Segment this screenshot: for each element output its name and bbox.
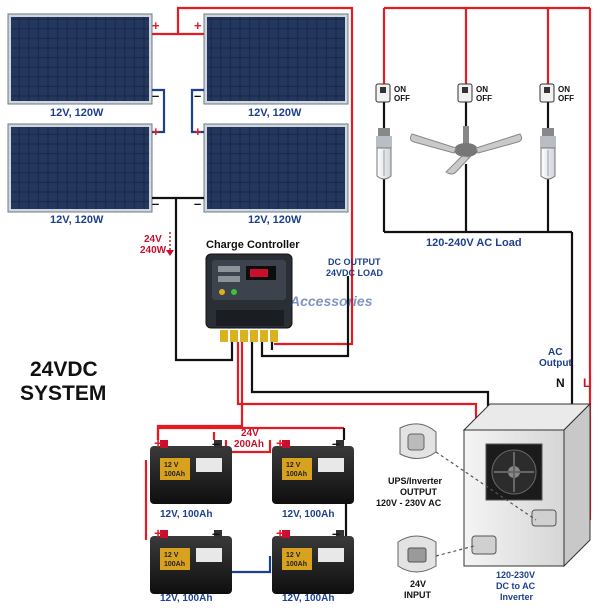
svg-text:+: + (276, 525, 284, 541)
array-output-power: 240W (140, 245, 167, 256)
svg-text:+: + (152, 124, 160, 139)
panel-label: 12V, 120W (50, 107, 104, 119)
svg-text:+: + (194, 124, 202, 139)
svg-text:–: – (332, 435, 340, 451)
solar-panel (7, 123, 153, 213)
switch-on-label: ON (476, 85, 488, 94)
panel-wiring (152, 6, 354, 362)
battery-face-capacity: 100Ah (286, 561, 308, 568)
battery-label: 12V, 100Ah (282, 593, 335, 604)
inverter-output-label: UPS/Inverter (388, 476, 443, 486)
array-output-arrow (166, 232, 174, 256)
battery (272, 440, 354, 504)
svg-text:+: + (194, 18, 202, 33)
inverter-caption-2: DC to AC (496, 581, 536, 591)
dc-output-load-label: 24VDC LOAD (326, 268, 384, 278)
wall-switch (539, 83, 555, 103)
switch-off-label: OFF (558, 94, 574, 103)
dc-input-icon (397, 535, 475, 573)
ac-output-label-2: Output (539, 358, 572, 369)
switch-off-label: OFF (394, 94, 410, 103)
svg-text:–: – (194, 88, 201, 103)
svg-text:+: + (154, 435, 162, 451)
live-label: L (583, 376, 591, 390)
neutral-label: N (556, 376, 565, 390)
battery-bank-voltage: 24V (241, 428, 259, 439)
battery-terminal-markers: + – + – + – + – (154, 435, 340, 541)
svg-text:–: – (332, 525, 340, 541)
cfl-bulb-icon (540, 128, 556, 180)
svg-text:–: – (194, 196, 201, 211)
dc-output-label: DC OUTPUT (328, 257, 381, 267)
panel-label: 12V, 120W (248, 214, 302, 226)
battery-label: 12V, 100Ah (160, 509, 213, 520)
svg-text:–: – (212, 435, 220, 451)
wall-switch (375, 83, 391, 103)
system-title-line2: SYSTEM (20, 382, 107, 405)
ac-output-label: AC (548, 347, 563, 358)
charge-controller (205, 253, 293, 329)
solar-panel (7, 13, 153, 105)
watermark: Accessories (290, 293, 373, 309)
inverter-input-voltage: 24V (410, 579, 427, 589)
inverter-input-label: INPUT (404, 590, 431, 600)
battery-face-capacity: 100Ah (286, 471, 308, 478)
battery-face-voltage: 12 V (164, 552, 179, 559)
switch-off-label: OFF (476, 94, 492, 103)
panel-label: 12V, 120W (50, 214, 104, 226)
switch-on-label: ON (558, 85, 570, 94)
battery-label: 12V, 100Ah (160, 593, 213, 604)
battery (150, 530, 232, 594)
battery-face-voltage: 12 V (286, 552, 301, 559)
charge-controller-title: Charge Controller (206, 239, 300, 251)
wall-switch (457, 83, 473, 103)
array-output-voltage: 24V (144, 234, 162, 245)
inverter-output-label-2: OUTPUT (400, 487, 437, 497)
solar-panel (203, 123, 349, 213)
svg-text:+: + (152, 18, 160, 33)
battery-label: 12V, 100Ah (282, 509, 335, 520)
ac-load-label: 120-240V AC Load (426, 237, 522, 249)
battery-face-capacity: 100Ah (164, 471, 186, 478)
battery-bank-capacity: 200Ah (234, 439, 265, 450)
switch-on-label: ON (394, 85, 406, 94)
inverter (462, 402, 592, 568)
svg-text:–: – (152, 88, 159, 103)
ceiling-fan-icon (409, 126, 523, 175)
svg-text:–: – (212, 525, 220, 541)
panel-terminal-markers: + + – – + + – – (152, 18, 202, 211)
inverter-output-voltage: 120V - 230V AC (376, 498, 442, 508)
panel-label: 12V, 120W (248, 107, 302, 119)
svg-text:+: + (154, 525, 162, 541)
cfl-bulb-icon (376, 128, 392, 180)
svg-text:–: – (152, 196, 159, 211)
battery-face-voltage: 12 V (286, 462, 301, 469)
battery-face-voltage: 12 V (164, 462, 179, 469)
inverter-caption-3: Inverter (500, 592, 534, 602)
system-title-line1: 24VDC (30, 358, 98, 381)
controller-terminals (220, 330, 278, 342)
battery (272, 530, 354, 594)
svg-text:+: + (276, 435, 284, 451)
battery (150, 440, 232, 504)
inverter-caption: 120-230V (496, 570, 536, 580)
battery-face-capacity: 100Ah (164, 561, 186, 568)
solar-panel (203, 13, 349, 105)
ac-socket-icon (399, 423, 537, 521)
